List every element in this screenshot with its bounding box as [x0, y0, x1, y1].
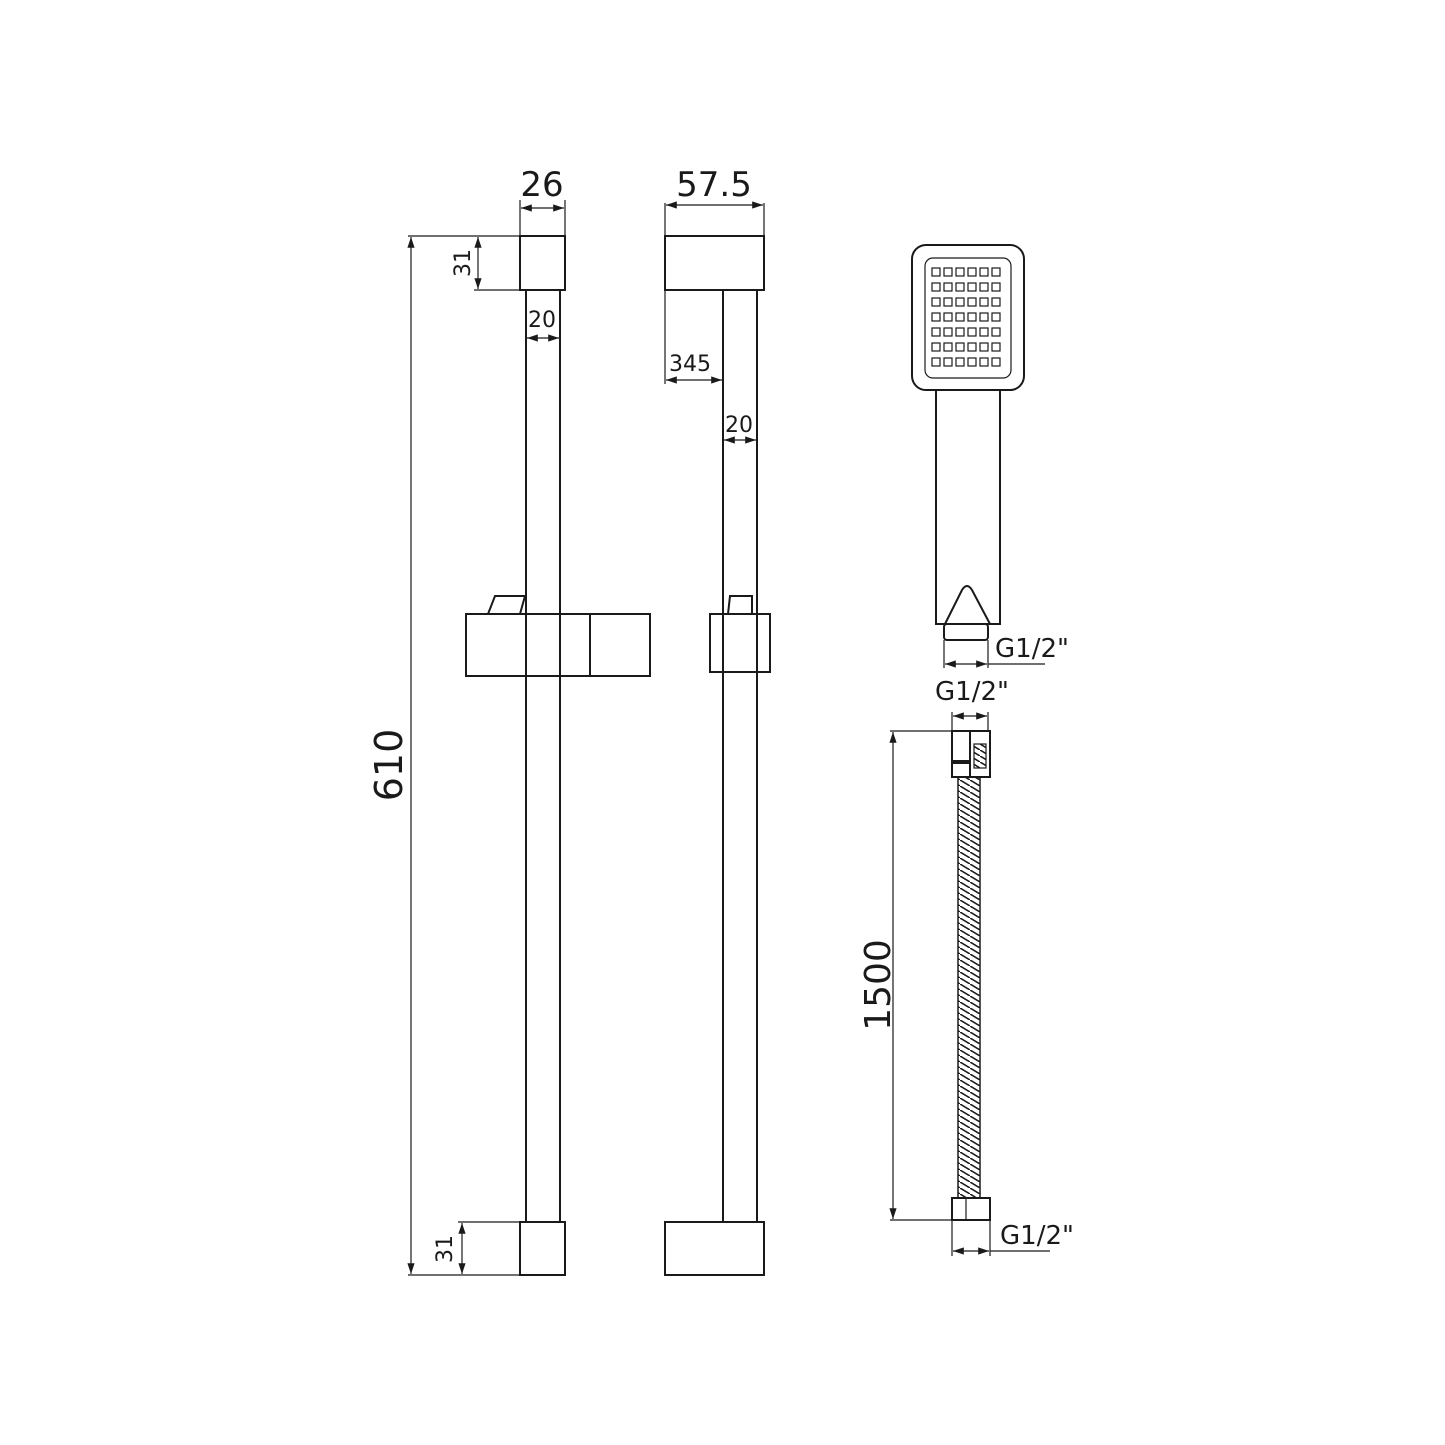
slider-lever	[487, 595, 527, 615]
dims-handset: G1/2"	[943, 634, 1069, 668]
bottom-bracket	[519, 1221, 566, 1276]
spray-nozzle	[991, 297, 1001, 307]
spray-nozzle	[979, 327, 989, 337]
spray-nozzle	[931, 282, 941, 292]
spray-nozzle	[943, 312, 953, 322]
dims-hose: G1/2" 1500 G1/2"	[858, 677, 1074, 1256]
shower-hose	[951, 730, 991, 1221]
spray-nozzle	[967, 312, 977, 322]
slider-lever-side	[727, 595, 753, 615]
spray-nozzle	[931, 267, 941, 277]
spray-nozzle	[991, 357, 1001, 367]
spray-nozzle	[967, 342, 977, 352]
rail-pole	[525, 289, 561, 1223]
handle-cap	[944, 585, 991, 625]
spray-nozzle	[967, 327, 977, 337]
dim-wall-offset: 345	[669, 352, 711, 377]
dim-bracket-top: 31	[451, 249, 476, 277]
spray-nozzle	[931, 357, 941, 367]
spray-nozzle	[967, 357, 977, 367]
spray-nozzle	[967, 297, 977, 307]
dim-hose-thread-bottom: G1/2"	[1000, 1221, 1074, 1251]
spray-nozzle	[955, 342, 965, 352]
slider-block-side	[709, 613, 771, 673]
spray-nozzle	[943, 267, 953, 277]
spray-nozzle	[931, 312, 941, 322]
dim-rail-width: 26	[520, 165, 563, 205]
top-bracket-side	[664, 235, 765, 291]
spray-nozzle	[943, 342, 953, 352]
spray-nozzle	[955, 282, 965, 292]
dim-pole-front: 20	[528, 308, 556, 333]
dim-hose-thread-top: G1/2"	[935, 677, 1009, 707]
spray-nozzle	[955, 267, 965, 277]
bottom-bracket-side	[664, 1221, 765, 1276]
dim-bracket-bottom: 31	[433, 1235, 458, 1263]
spray-nozzle	[931, 297, 941, 307]
spray-nozzle	[931, 342, 941, 352]
spray-nozzle	[967, 267, 977, 277]
spray-nozzle	[991, 312, 1001, 322]
spray-nozzle	[991, 267, 1001, 277]
dim-bracket-depth: 57.5	[676, 165, 752, 205]
spray-nozzle	[943, 297, 953, 307]
spray-nozzle	[991, 342, 1001, 352]
dims-front: 26 610 31 31 20	[367, 165, 566, 1276]
top-bracket	[519, 235, 566, 291]
spray-nozzles	[931, 267, 1001, 367]
rail-front-view	[465, 235, 651, 1276]
spray-nozzle	[979, 342, 989, 352]
spray-nozzle	[991, 282, 1001, 292]
dim-rail-length: 610	[367, 729, 411, 802]
spray-nozzle	[979, 267, 989, 277]
dim-hose-length: 1500	[858, 939, 899, 1031]
spray-nozzle	[943, 282, 953, 292]
spray-nozzle	[979, 297, 989, 307]
spray-face	[924, 257, 1012, 379]
spray-nozzle	[931, 327, 941, 337]
spray-nozzle	[955, 297, 965, 307]
spray-nozzle	[943, 357, 953, 367]
spray-nozzle	[979, 357, 989, 367]
spray-nozzle	[955, 312, 965, 322]
hand-shower	[911, 244, 1025, 641]
spray-nozzle	[979, 312, 989, 322]
hose-bottom-fitting	[951, 1197, 991, 1221]
slider-block	[465, 613, 651, 677]
hose-body	[957, 776, 981, 1199]
spray-nozzle	[991, 327, 1001, 337]
handle	[935, 390, 1001, 625]
rail-side-view	[664, 203, 771, 1276]
spray-nozzle	[967, 282, 977, 292]
shower-head	[911, 244, 1025, 391]
spray-nozzle	[955, 357, 965, 367]
dim-handset-thread: G1/2"	[995, 634, 1069, 664]
spray-nozzle	[943, 327, 953, 337]
spray-nozzle	[955, 327, 965, 337]
thread-connector	[943, 623, 989, 641]
spray-nozzle	[979, 282, 989, 292]
dims-side: 57.5 345 20	[664, 165, 763, 444]
dim-pole-side: 20	[725, 413, 753, 438]
